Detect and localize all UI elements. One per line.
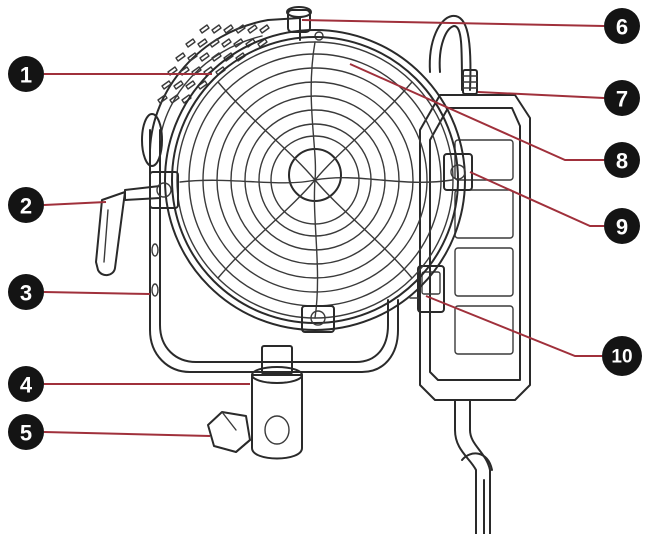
cooling-fins (157, 24, 270, 104)
badge-circle (8, 274, 44, 310)
cooling-fin (197, 80, 208, 90)
badge-number: 6 (616, 15, 628, 40)
callout-badge-4: 4 (8, 366, 44, 402)
callout-badges: 1 2 3 4 5 6 7 8 9 10 (8, 8, 642, 450)
leader-line-6 (301, 19, 605, 27)
power-switch (409, 265, 445, 313)
badge-number: 10 (611, 347, 632, 368)
cooling-fin (199, 24, 210, 34)
leader-line-7 (477, 91, 605, 99)
cooling-fin (233, 38, 244, 48)
cooling-fin (257, 38, 268, 48)
power-cable (428, 14, 472, 91)
lamp-housing (141, 17, 301, 167)
cooling-fin (161, 80, 172, 90)
badge-circle (8, 56, 44, 92)
badge-number: 5 (20, 421, 32, 446)
badge-circle (604, 80, 640, 116)
cooling-fin (157, 94, 168, 104)
cooling-fin (259, 24, 270, 34)
badge-circle (8, 414, 44, 450)
cooling-fin (181, 94, 192, 104)
cooling-fin (235, 24, 246, 34)
cooling-fin (175, 52, 186, 62)
badge-circle (604, 208, 640, 244)
badge-circle (8, 187, 44, 223)
leader-line-9 (469, 171, 604, 227)
badge-number: 3 (20, 281, 32, 306)
leader-line-5 (43, 431, 211, 437)
cooling-fin (247, 24, 258, 34)
top-lock-knob (286, 6, 324, 41)
cooling-fin (169, 94, 180, 104)
leader-line-8 (349, 63, 604, 161)
leader-line-3 (43, 291, 151, 295)
badge-number: 2 (20, 194, 32, 219)
badge-circle (604, 142, 640, 178)
callout-badge-7: 7 (604, 80, 640, 116)
callout-badge-2: 2 (8, 187, 44, 223)
callout-badge-8: 8 (604, 142, 640, 178)
cooling-fin (173, 80, 184, 90)
badge-number: 7 (616, 87, 628, 112)
spigot-lock-knob (207, 411, 251, 453)
yoke-bracket (149, 129, 399, 373)
mounting-spigot (251, 345, 303, 460)
cooling-fin (211, 24, 222, 34)
cooling-fin (223, 24, 234, 34)
leader-line-2 (43, 201, 107, 206)
leader-line-10 (425, 295, 602, 357)
leader-lines (43, 19, 605, 437)
cooling-fin (187, 52, 198, 62)
cooling-fin (197, 38, 208, 48)
callout-badge-1: 1 (8, 56, 44, 92)
callout-badge-10: 10 (602, 336, 642, 376)
cooling-fin (221, 38, 232, 48)
accessory-clip-bottom (301, 305, 335, 333)
callout-badge-9: 9 (604, 208, 640, 244)
control-box (419, 94, 531, 401)
badge-circle (602, 336, 642, 376)
cooling-fin (185, 80, 196, 90)
badge-number: 1 (20, 63, 32, 88)
badge-number: 4 (20, 373, 33, 398)
cooling-fin (185, 38, 196, 48)
callout-badge-5: 5 (8, 414, 44, 450)
cooling-fin (211, 52, 222, 62)
badge-number: 9 (616, 215, 628, 240)
accessory-clip-left (149, 171, 179, 209)
cooling-fin (199, 52, 210, 62)
badge-circle (8, 366, 44, 402)
badge-circle (604, 8, 640, 44)
callout-badge-3: 3 (8, 274, 44, 310)
output-cable (454, 399, 493, 534)
tilt-lock-handle (95, 185, 161, 276)
callout-badge-6: 6 (604, 8, 640, 44)
cooling-fin (209, 38, 220, 48)
badge-number: 8 (616, 149, 628, 174)
